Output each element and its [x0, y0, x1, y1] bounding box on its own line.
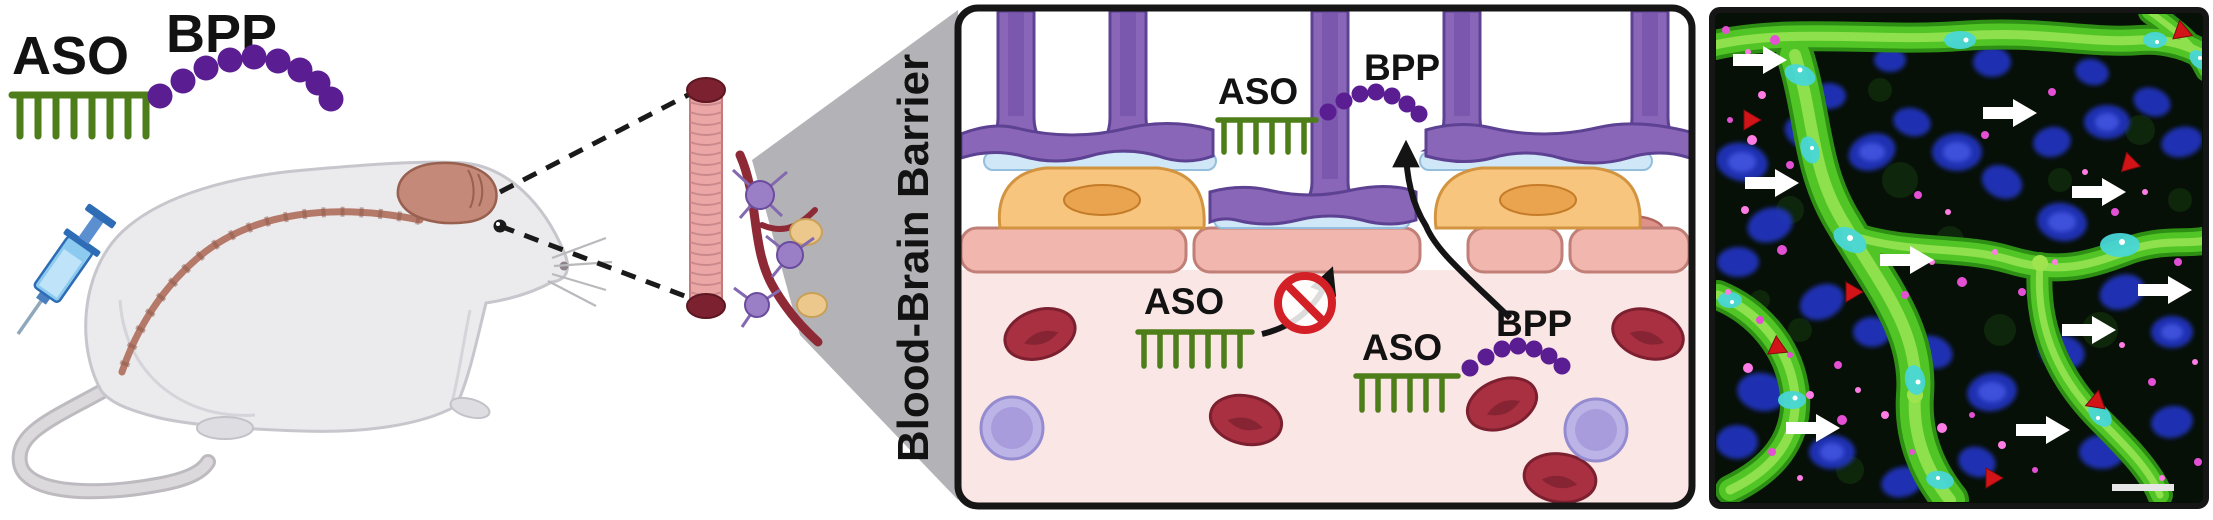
aso-oligo-icon — [1215, 117, 1319, 155]
mouse-illustration — [11, 160, 613, 500]
pericyte-cells — [997, 166, 1642, 230]
mouse-whiskers — [547, 236, 613, 307]
lumen-bpp-label: BPP — [1496, 303, 1572, 344]
cyan-vessel-patches — [1718, 31, 2202, 490]
bpp-peptide-beads-icon — [147, 44, 344, 112]
crossing-arrow — [1392, 139, 1513, 321]
zoom-dashed-lines — [498, 91, 692, 301]
scale-bar — [2112, 484, 2174, 491]
neurovascular-unit — [731, 150, 828, 347]
glial-cell — [796, 292, 828, 318]
prohibition-icon — [1274, 272, 1336, 334]
aso-oligo-icon — [1353, 373, 1461, 413]
aso-label: ASO — [12, 26, 129, 86]
aso-bpp-lumen-group: ASO BPP — [1353, 139, 1572, 413]
mouse-rear-paw — [196, 416, 254, 440]
lumen-aso-label: ASO — [1362, 327, 1442, 368]
bpp-peptide-beads-icon — [1319, 83, 1428, 123]
bbb-schematic-panel: ASO ASO BPP ASO — [954, 4, 1696, 510]
white-blood-cell — [1563, 397, 1629, 463]
neuron-icon — [733, 286, 781, 328]
aso-blocked-group: ASO — [1135, 266, 1337, 369]
neuron-icon — [765, 234, 815, 278]
schematic-panel-border — [954, 4, 1696, 510]
brain-bpp-label: BPP — [1364, 47, 1440, 88]
magenta-puncta — [1722, 26, 2202, 481]
endothelium-layer — [961, 213, 1689, 274]
microscopy-panel-border — [1709, 7, 2209, 509]
microscopy-panel — [1709, 7, 2209, 509]
neuron-icon — [731, 168, 788, 219]
aso-bpp-brain-group: ASO BPP — [1215, 47, 1440, 155]
aso-oligo-icon — [1135, 329, 1255, 369]
mouse-front-paw — [449, 396, 491, 420]
blocked-aso-label: ASO — [1144, 281, 1224, 322]
white-blood-cell — [979, 395, 1045, 461]
bbb-axis-label: Blood-Brain Barrier — [889, 54, 938, 462]
capillary-segment — [686, 77, 726, 319]
aso-bpp-conjugate-diagram: ASO BPP — [8, 4, 344, 140]
zoom-wedge — [752, 10, 958, 500]
glial-cell — [789, 218, 823, 246]
aso-oligo-icon — [8, 91, 162, 140]
syringe-icon — [16, 203, 117, 336]
bpp-peptide-beads-icon — [1461, 337, 1571, 377]
brain-aso-label: ASO — [1218, 71, 1298, 112]
mouse-body — [84, 160, 569, 433]
